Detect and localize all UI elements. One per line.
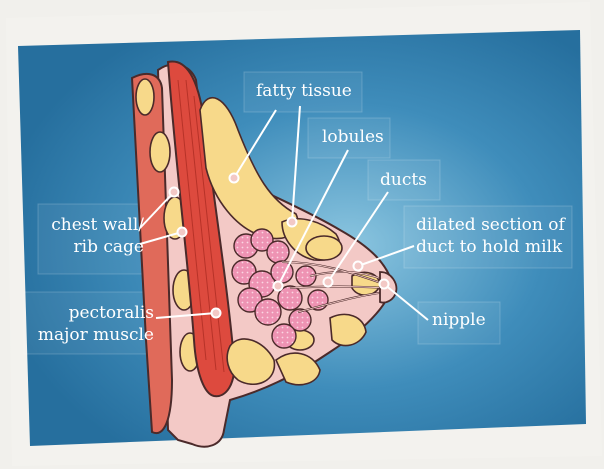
label-nipple: nipple (432, 309, 486, 331)
label-chest-line1: chest wall/ (40, 214, 144, 236)
label-lobules: lobules (322, 126, 384, 148)
label-chest-line2: rib cage (40, 236, 144, 258)
label-dilated-line2: duct to hold milk (416, 236, 565, 258)
label-pect-line2: major muscle (34, 324, 154, 346)
label-pectoralis: pectoralis major muscle (34, 302, 154, 346)
label-dilated-section: dilated section of duct to hold milk (416, 214, 565, 258)
label-fatty-tissue: fatty tissue (256, 80, 352, 102)
label-dilated-line1: dilated section of (416, 214, 565, 236)
label-ducts: ducts (380, 169, 427, 191)
label-chest-wall: chest wall/ rib cage (40, 214, 144, 258)
label-pect-line1: pectoralis (34, 302, 154, 324)
